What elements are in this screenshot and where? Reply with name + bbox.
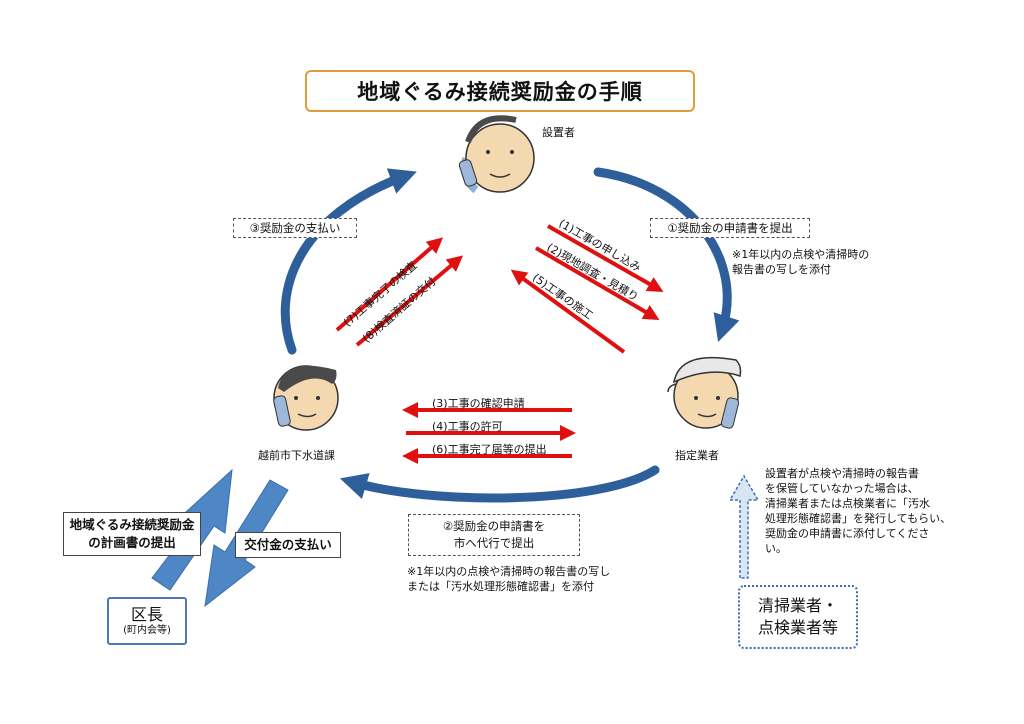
application-label: ①奨励金の申請書を提出 (650, 218, 810, 238)
arrow-step8 (355, 255, 464, 347)
cleaner-note-line: 処理形態確認書」を発行してもらい、 (765, 512, 952, 525)
contractor-label: 指定業者 (675, 449, 719, 462)
plan-line-1: 地域ぐるみ接続奨励金 (69, 517, 195, 532)
arrow-step1 (547, 224, 664, 292)
cleaner-note: 設置者が点検や清掃時の報告書 を保管していなかった場合は、 清掃業者または点検業… (765, 466, 995, 556)
contractor-avatar-icon (667, 356, 742, 429)
step-4-label: (4)工事の許可 (432, 420, 503, 433)
city-official-avatar-icon (273, 365, 339, 431)
dotted-arrow-cleaner-to-contractor (728, 474, 760, 579)
cleaner-note-line: を保管していなかった場合は、 (765, 482, 919, 495)
grant-payment-box: 交付金の支払い (235, 532, 341, 558)
step-3-label: (3)工事の確認申請 (432, 397, 525, 410)
cleaner-line-1: 清掃業者・ (757, 596, 838, 615)
kucho-label: 区長 (130, 605, 163, 624)
owner-avatar-icon (458, 115, 535, 194)
cleaner-line-2: 点検業者等 (757, 618, 838, 637)
cleaner-box: 清掃業者・ 点検業者等 (738, 585, 858, 649)
cleaner-note-line: い。 (765, 542, 787, 555)
page-title: 地域ぐるみ接続奨励金の手順 (305, 70, 695, 112)
plan-line-2: の計画書の提出 (88, 535, 176, 550)
arrow-step5 (510, 269, 626, 354)
proxy-submission-label: ②奨励金の申請書を 市へ代行で提出 (408, 514, 580, 556)
application-note-line: ※1年以内の点検や清掃時の (732, 248, 870, 261)
proxy-note-line: ※1年以内の点検や清掃時の報告書の写し (407, 565, 611, 578)
proxy-note: ※1年以内の点検や清掃時の報告書の写し または「汚水処理形態確認書」を添付 (407, 564, 610, 594)
payment-label: ③奨励金の支払い (233, 218, 357, 238)
cleaner-note-line: 清掃業者または点検業者に「汚水 (765, 497, 930, 510)
owner-label: 設置者 (542, 126, 575, 139)
step-6-label: (6)工事完了届等の提出 (432, 443, 547, 456)
application-note: ※1年以内の点検や清掃時の 報告書の写しを添付 (732, 247, 869, 277)
city-label: 越前市下水道課 (258, 449, 335, 462)
proxy-line-2: 市へ代行で提出 (453, 536, 535, 550)
arrow-step2 (534, 246, 660, 321)
kucho-box: 区長 (町内会等) (107, 597, 187, 645)
application-note-line: 報告書の写しを添付 (732, 263, 831, 276)
cycle-arrow-contractor-to-city (339, 465, 660, 503)
arrow-step7 (335, 237, 444, 332)
cleaner-note-line: 設置者が点検や清掃時の報告書 (765, 467, 919, 480)
proxy-line-1: ②奨励金の申請書を (442, 519, 546, 533)
cleaner-note-line: 奨励金の申請書に添付してくださ (765, 527, 930, 540)
plan-submission-box: 地域ぐるみ接続奨励金 の計画書の提出 (63, 512, 201, 556)
kucho-sub-label: (町内会等) (123, 625, 171, 636)
proxy-note-line: または「汚水処理形態確認書」を添付 (407, 580, 594, 593)
cycle-arrow-city-to-owner (280, 168, 417, 355)
